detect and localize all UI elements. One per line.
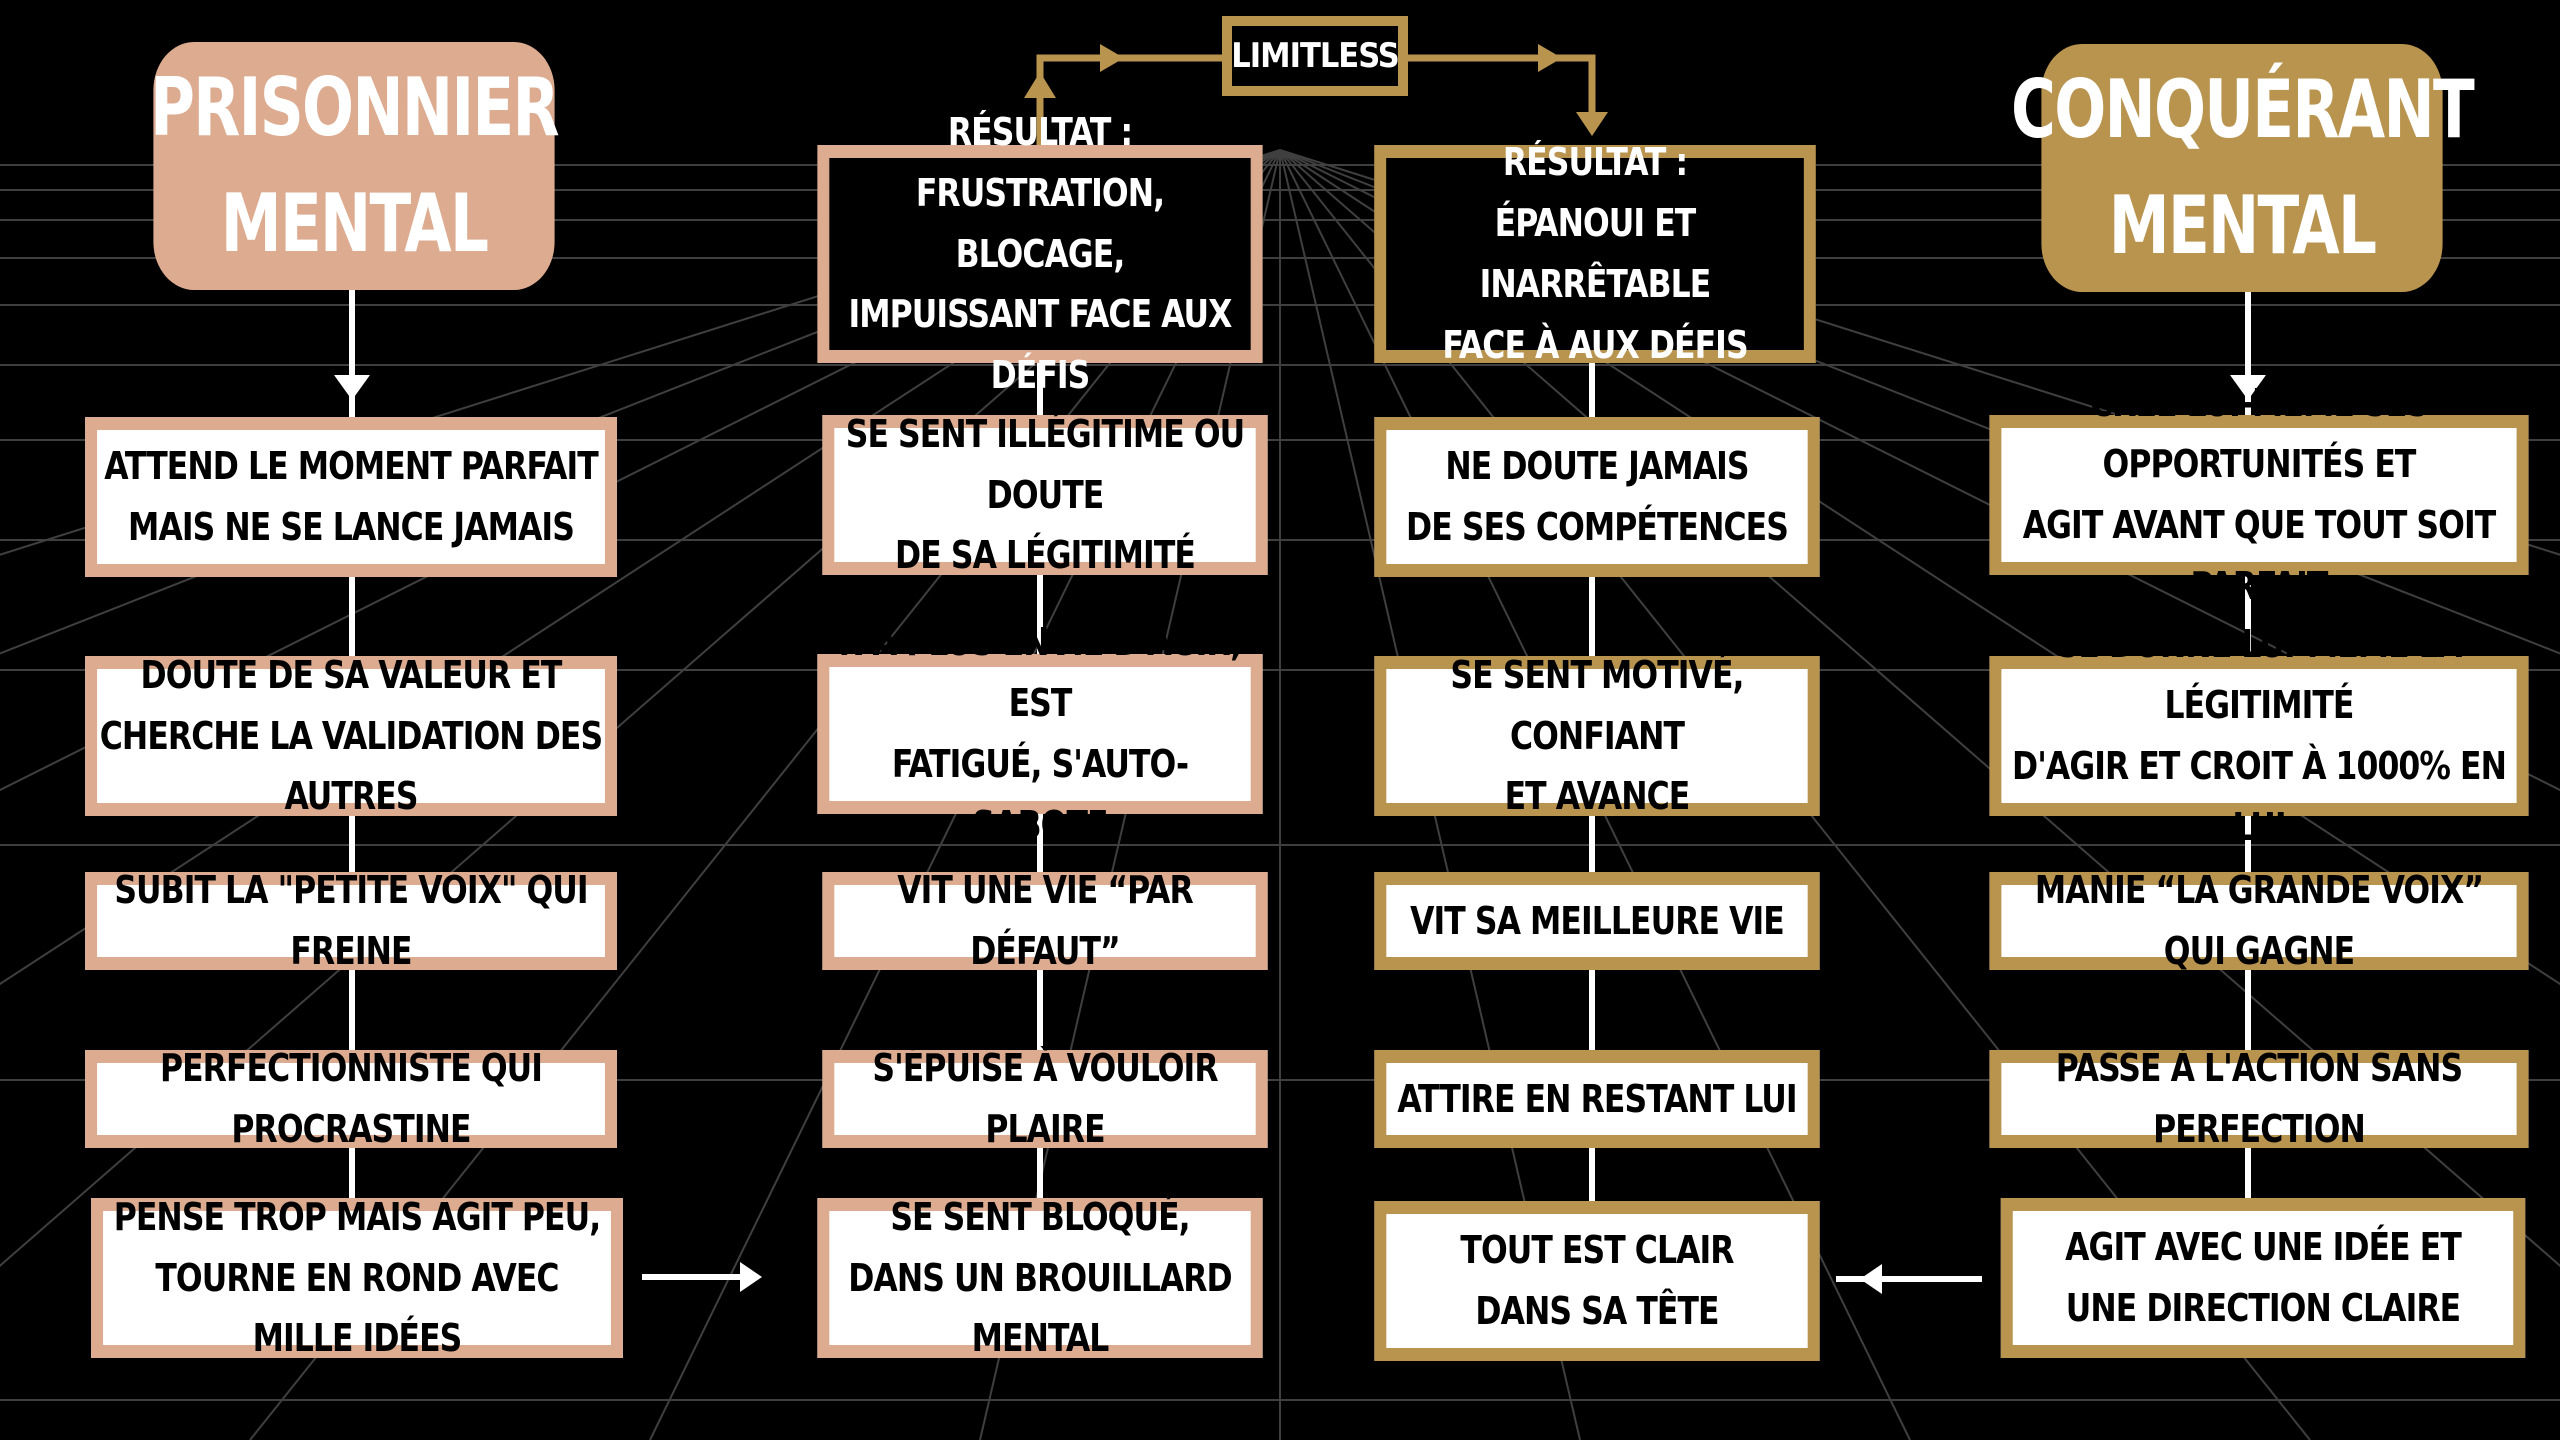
limitless-tag: LIMITLESS	[1222, 16, 1408, 96]
prisoner-result-trait-1: SE SENT ILLÉGITIME OU DOUTE DE SA LÉGITI…	[822, 412, 1268, 577]
prisoner-title-line2: MENTAL	[220, 177, 489, 270]
conqueror-result-trait-5: TOUT EST CLAIR DANS SA TÊTE	[1374, 1201, 1820, 1361]
conqueror-trait-1: CRÉE LUI-MÊME SES OPPORTUNITÉS ET AGIT A…	[1989, 381, 2529, 608]
prisoner-mental-heading: PRISONNIER MENTAL	[150, 42, 560, 290]
arrow-down-icon	[334, 375, 370, 400]
arrow-right-icon	[1538, 44, 1562, 72]
prisoner-result-trait-4: S'ÉPUISE À VOULOIR PLAIRE	[822, 1046, 1268, 1151]
result-conqueror-box: RÉSULTAT : ÉPANOUI ET INARRÊTABLE FACE À…	[1374, 140, 1816, 367]
prisoner-trait-1: ATTEND LE MOMENT PARFAIT MAIS NE SE LANC…	[85, 417, 617, 577]
prisoner-trait-3: SUBIT LA "PETITE VOIX" QUI FREINE	[85, 868, 617, 973]
arrow-down-icon	[1576, 112, 1608, 136]
conqueror-result-trait-2: SE SENT MOTIVÉ, CONFIANT ET AVANCE	[1374, 653, 1820, 818]
arrow-up-icon	[1024, 72, 1056, 98]
prisoner-result-trait-3: VIT UNE VIE “PAR DÉFAUT”	[822, 868, 1268, 973]
prisoner-result-trait-5: SE SENT BLOQUÉ, DANS UN BROUILLARD MENTA…	[817, 1195, 1263, 1360]
conqueror-trait-2: SE DONNE LUI-MÊME LA LÉGITIMITÉ D'AGIR E…	[1989, 622, 2529, 849]
conqueror-trait-5: AGIT AVEC UNE IDÉE ET UNE DIRECTION CLAI…	[2000, 1198, 2526, 1358]
prisoner-trait-5: PENSE TROP MAIS AGIT PEU, TOURNE EN ROND…	[91, 1195, 623, 1360]
arrow-right-icon	[740, 1262, 762, 1292]
conqueror-result-trait-1: NE DOUTE JAMAIS DE SES COMPÉTENCES	[1374, 417, 1820, 577]
conqueror-result-trait-3: VIT SA MEILLEURE VIE	[1374, 872, 1820, 970]
conqueror-trait-4: PASSE À L'ACTION SANS PERFECTION	[1989, 1046, 2529, 1151]
result-prisoner-box: RÉSULTAT : FRUSTRATION, BLOCAGE, IMPUISS…	[817, 110, 1263, 397]
arrow-right-icon	[1100, 44, 1124, 72]
conqueror-title-line1: CONQUÉRANT	[2011, 63, 2475, 156]
connector-limitless-right	[1408, 54, 1596, 125]
prisoner-trait-2: DOUTE DE SA VALEUR ET CHERCHE LA VALIDAT…	[85, 653, 617, 818]
connector-limitless-left	[1036, 54, 1222, 145]
prisoner-result-trait-2: N'A PLUS ENVIE D'AGIR, EST FATIGUÉ, S'AU…	[817, 620, 1263, 847]
conqueror-result-trait-4: ATTIRE EN RESTANT LUI	[1374, 1050, 1820, 1148]
prisoner-trait-4: PERFECTIONNISTE QUI PROCRASTINE	[85, 1046, 617, 1151]
conqueror-title-line2: MENTAL	[2108, 179, 2377, 272]
conqueror-trait-3: MANIE “LA GRANDE VOIX” QUI GAGNE	[1989, 868, 2529, 973]
arrow-down-icon	[2230, 375, 2266, 400]
prisoner-title-line1: PRISONNIER	[150, 61, 559, 154]
conqueror-mental-heading: CONQUÉRANT MENTAL	[2011, 44, 2475, 292]
arrow-left-icon	[1860, 1264, 1882, 1294]
